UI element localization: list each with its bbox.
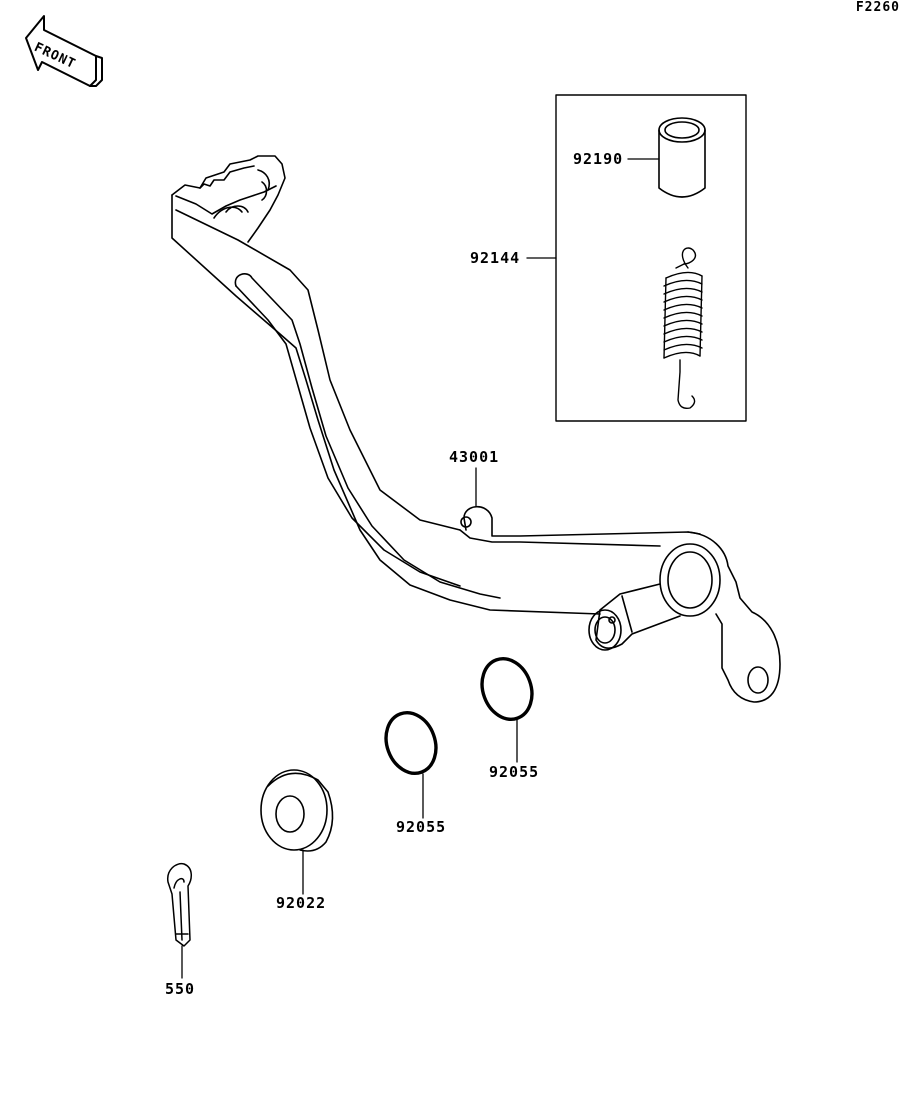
o-ring-92055-upper-icon	[474, 652, 540, 727]
brake-pedal-43001-icon	[172, 156, 780, 702]
cotter-pin-550-icon	[168, 864, 192, 946]
front-arrow-icon	[26, 16, 102, 86]
part-label-550: 550	[165, 980, 196, 998]
part-label-92144: 92144	[470, 249, 521, 267]
part-label-92190: 92190	[573, 150, 624, 168]
washer-92022-icon	[261, 770, 333, 851]
part-label-92055-upper: 92055	[489, 763, 540, 781]
o-ring-92055-lower-icon	[378, 706, 444, 781]
part-label-92022: 92022	[276, 894, 327, 912]
collar-92190-icon	[659, 118, 705, 197]
figure-code: F2260	[855, 0, 900, 15]
spring-92144-icon	[664, 248, 702, 408]
kit-box	[556, 95, 746, 421]
leader-lines	[182, 159, 659, 978]
part-label-92055-lower: 92055	[396, 818, 447, 836]
part-label-43001: 43001	[449, 448, 500, 466]
